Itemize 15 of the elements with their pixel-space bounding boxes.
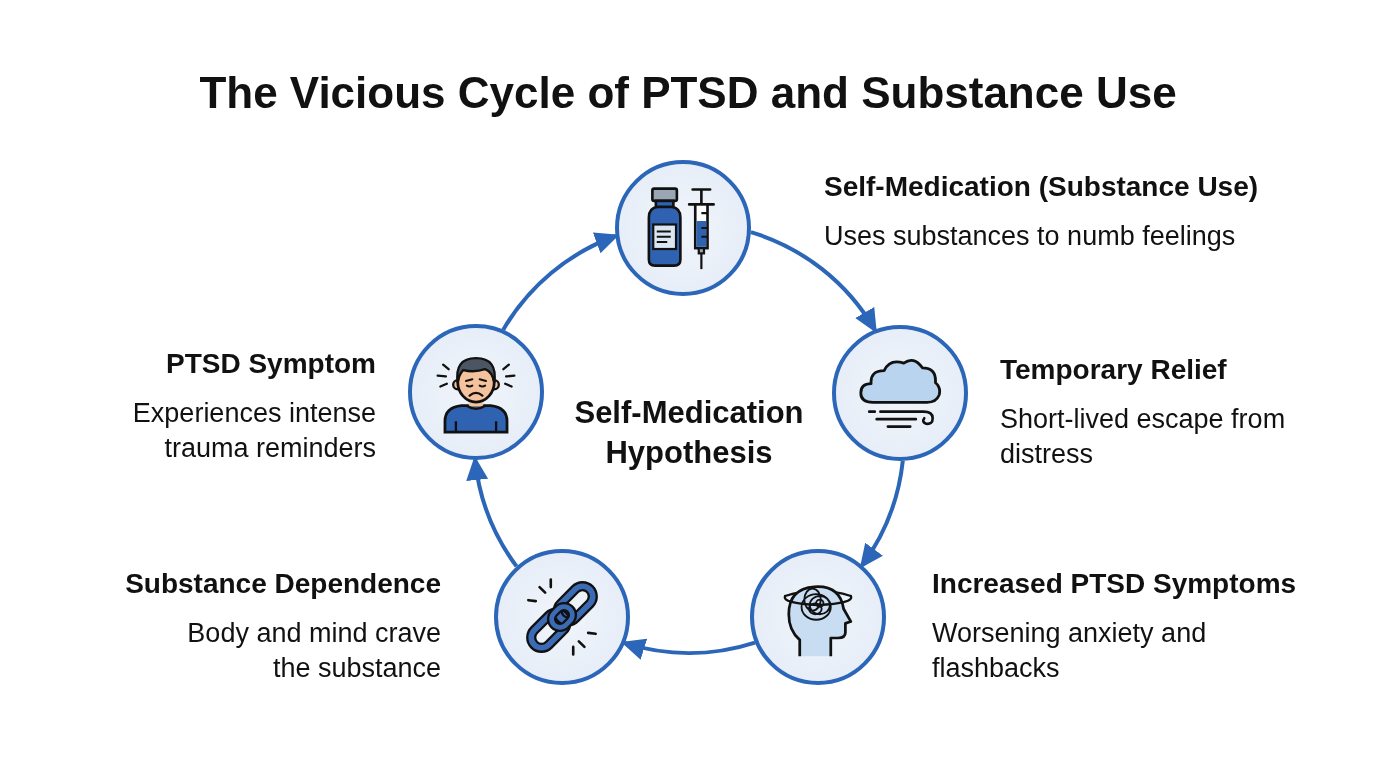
stage-description: Uses substances to numb feelings: [824, 220, 1237, 253]
stage-title: Increased PTSD Symptoms: [932, 567, 1297, 601]
cycle-arrow: [467, 456, 519, 568]
stage-description: Short-lived escape from distress: [1000, 403, 1287, 471]
cycle-arrow: [860, 460, 905, 569]
stage-title: Self-Medication (Substance Use): [824, 170, 1259, 204]
stage-title: PTSD Symptom: [165, 347, 376, 381]
stage-description: Experiences intense trauma reminders: [131, 397, 376, 465]
center-label: Self-Medication Hypothesis: [573, 394, 805, 472]
stage-title: Temporary Relief: [1000, 353, 1227, 387]
stage-title: Substance Dependence: [125, 567, 441, 601]
stage-description: Body and mind crave the substance: [186, 617, 441, 685]
cycle-arrow: [750, 230, 878, 334]
stage-description: Worsening anxiety and flashbacks: [932, 617, 1208, 685]
diagram-title: The Vicious Cycle of PTSD and Substance Use: [199, 67, 1177, 119]
